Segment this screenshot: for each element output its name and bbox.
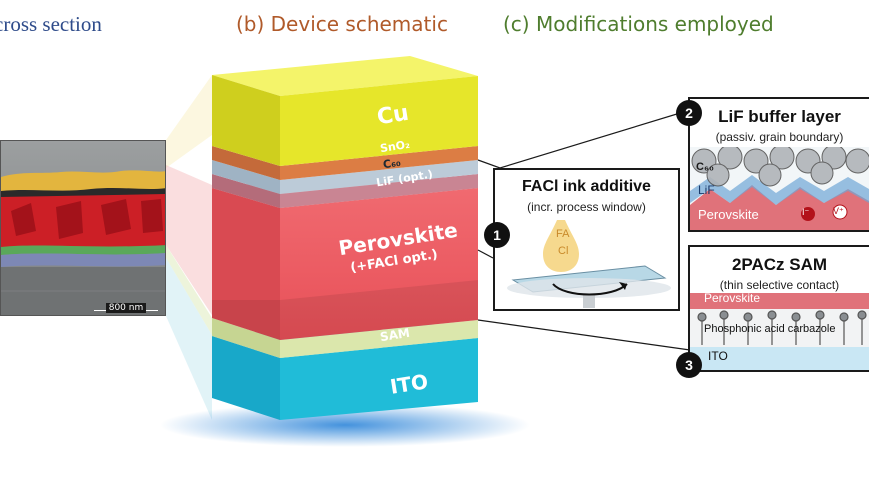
lif-panel: LiF buffer layer (passiv. grain boundary… — [688, 97, 869, 232]
facl-panel-title: FACl ink additive — [522, 178, 651, 195]
callout-line-sam — [477, 319, 691, 351]
cu-layer-top — [212, 56, 478, 96]
cone-perovskite — [166, 165, 212, 315]
sam-ito-label: ITO — [708, 349, 728, 363]
lif-layer-front — [280, 174, 478, 208]
vacancy-label: V⁺ — [833, 206, 844, 216]
c60-spheres-icon — [691, 147, 869, 187]
perovskite-layer-front — [280, 188, 478, 340]
panel-c-title: (c) Modifications employed — [503, 12, 774, 36]
sam-illustration — [690, 293, 869, 370]
spin-coater-illustration — [507, 220, 671, 308]
facl-panel-subtitle: (incr. process window) — [527, 200, 646, 214]
sam-layer-front — [280, 320, 478, 358]
iodide-ion-icon — [801, 207, 815, 221]
lif-illustration — [690, 147, 869, 230]
lif-panel-subtitle: (passiv. grain boundary) — [715, 130, 844, 144]
ito-layer-front — [280, 338, 478, 420]
number-badge-1: 1 — [484, 222, 510, 248]
panel-b-title: (b) Device schematic — [236, 12, 448, 36]
number-badge-3: 3 — [676, 352, 702, 378]
c60-layer-front — [280, 160, 478, 194]
facl-panel: FACl ink additive (incr. process window)… — [493, 168, 680, 311]
c60-label: C₆₀ — [696, 161, 714, 173]
sem-cross-section-image — [0, 140, 166, 316]
sno2-layer-front — [280, 146, 478, 180]
rotation-arrow-icon — [552, 283, 628, 296]
cu-layer-side — [212, 75, 280, 166]
ito-layer-icon — [690, 347, 869, 370]
sam-perovskite-label: Perovskite — [704, 291, 761, 305]
cone-ito — [166, 258, 212, 420]
perovskite-label: Perovskite — [698, 207, 759, 222]
iodide-ion-label: I⁻ — [802, 207, 810, 217]
carbazole-molecules-icon — [697, 310, 867, 345]
cone-cu — [166, 75, 212, 168]
lif-layer-icon — [690, 175, 869, 205]
perovskite-layer-icon — [690, 293, 869, 309]
sam-panel-subtitle: (thin selective contact) — [719, 278, 840, 292]
sam-layer-side — [212, 318, 280, 358]
cu-layer-front — [280, 76, 478, 166]
sam-panel-title: 2PACz SAM — [731, 255, 828, 274]
ito-layer-side — [212, 336, 280, 420]
drop-label-fa: FA — [556, 228, 570, 240]
lif-layer-side — [212, 174, 280, 208]
molecule-label: Phosphonic acid carbazole — [704, 323, 836, 335]
layer-label-c60: C₆₀ — [382, 155, 402, 172]
callout-line-lif — [477, 109, 691, 169]
vacancy-icon — [832, 204, 848, 220]
number-badge-2: 2 — [676, 100, 702, 126]
perovskite-grains-icon — [690, 185, 869, 230]
c60-layer-side — [212, 160, 280, 194]
panel-a-title: cross section — [0, 12, 102, 36]
scale-bar: 800 nm — [92, 303, 160, 317]
sam-panel: 2PACz SAM (thin selective contact) Perov… — [688, 245, 869, 372]
lif-label: LiF — [698, 183, 715, 197]
layer-label-cu: Cu — [375, 100, 411, 131]
stack-shadow — [160, 403, 530, 447]
lif-panel-title: LiF buffer layer — [718, 107, 841, 126]
sno2-layer-side — [212, 146, 280, 180]
perovskite-layer-side — [212, 188, 280, 340]
cone-sam — [166, 245, 212, 335]
scale-bar-label: 800 nm — [105, 303, 147, 313]
ink-drop-icon — [543, 220, 579, 272]
drop-label-cl: Cl — [558, 245, 569, 257]
callout-line-facl — [477, 249, 494, 259]
